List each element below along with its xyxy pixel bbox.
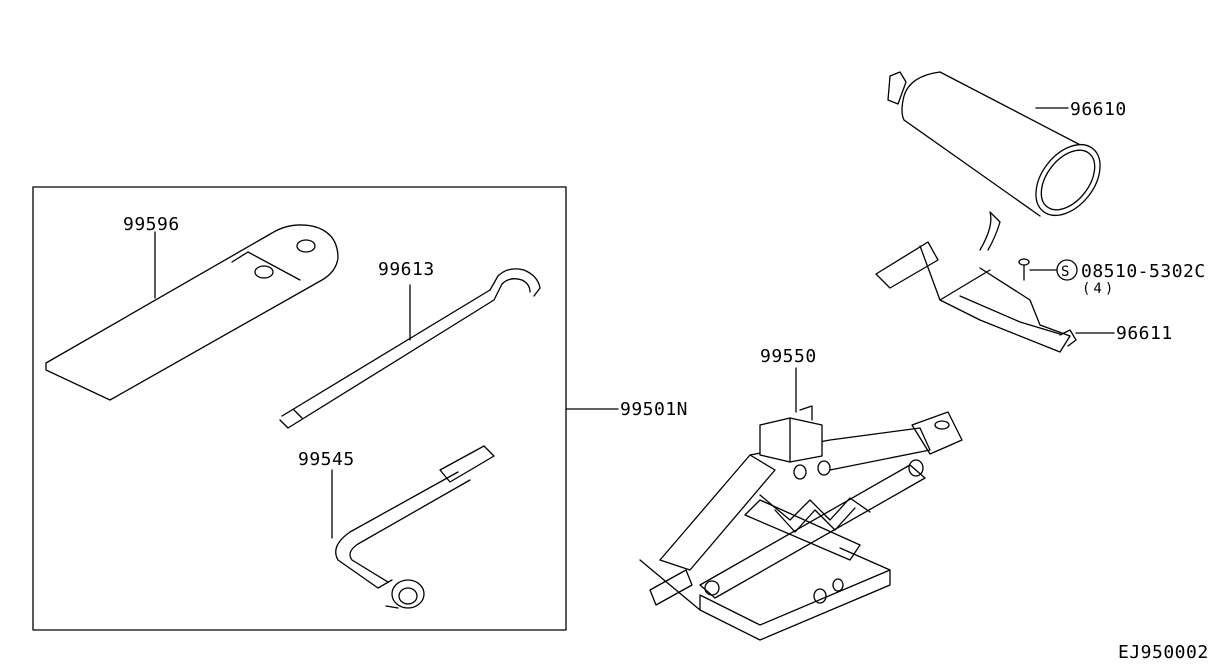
- jack-handle-drawing: [279, 268, 541, 429]
- tool-bag-drawing: [45, 224, 339, 401]
- label-bracket: 96611: [1116, 323, 1173, 344]
- tool-set-frame: [32, 186, 567, 631]
- label-screw-symbol: S: [1061, 264, 1070, 280]
- label-jack: 99550: [760, 346, 817, 367]
- label-cover: 96610: [1070, 99, 1127, 120]
- cover-drawing: [887, 71, 1101, 217]
- label-screw-qty: (4): [1082, 281, 1116, 297]
- jack-drawing: [639, 367, 963, 641]
- bracket-drawing: [875, 211, 1115, 353]
- label-tool-bag: 99596: [123, 214, 180, 235]
- label-jack-handle: 99613: [378, 259, 435, 280]
- label-tool-set: 99501N: [620, 399, 688, 420]
- label-wheel-wrench: 99545: [298, 449, 355, 470]
- screw-symbol-circle: [1056, 259, 1078, 281]
- figure-code: EJ950002: [1118, 642, 1209, 663]
- label-screw: 08510-5302C: [1081, 261, 1206, 282]
- screw-drawing: [1018, 258, 1078, 281]
- wheel-wrench-drawing: [331, 445, 495, 609]
